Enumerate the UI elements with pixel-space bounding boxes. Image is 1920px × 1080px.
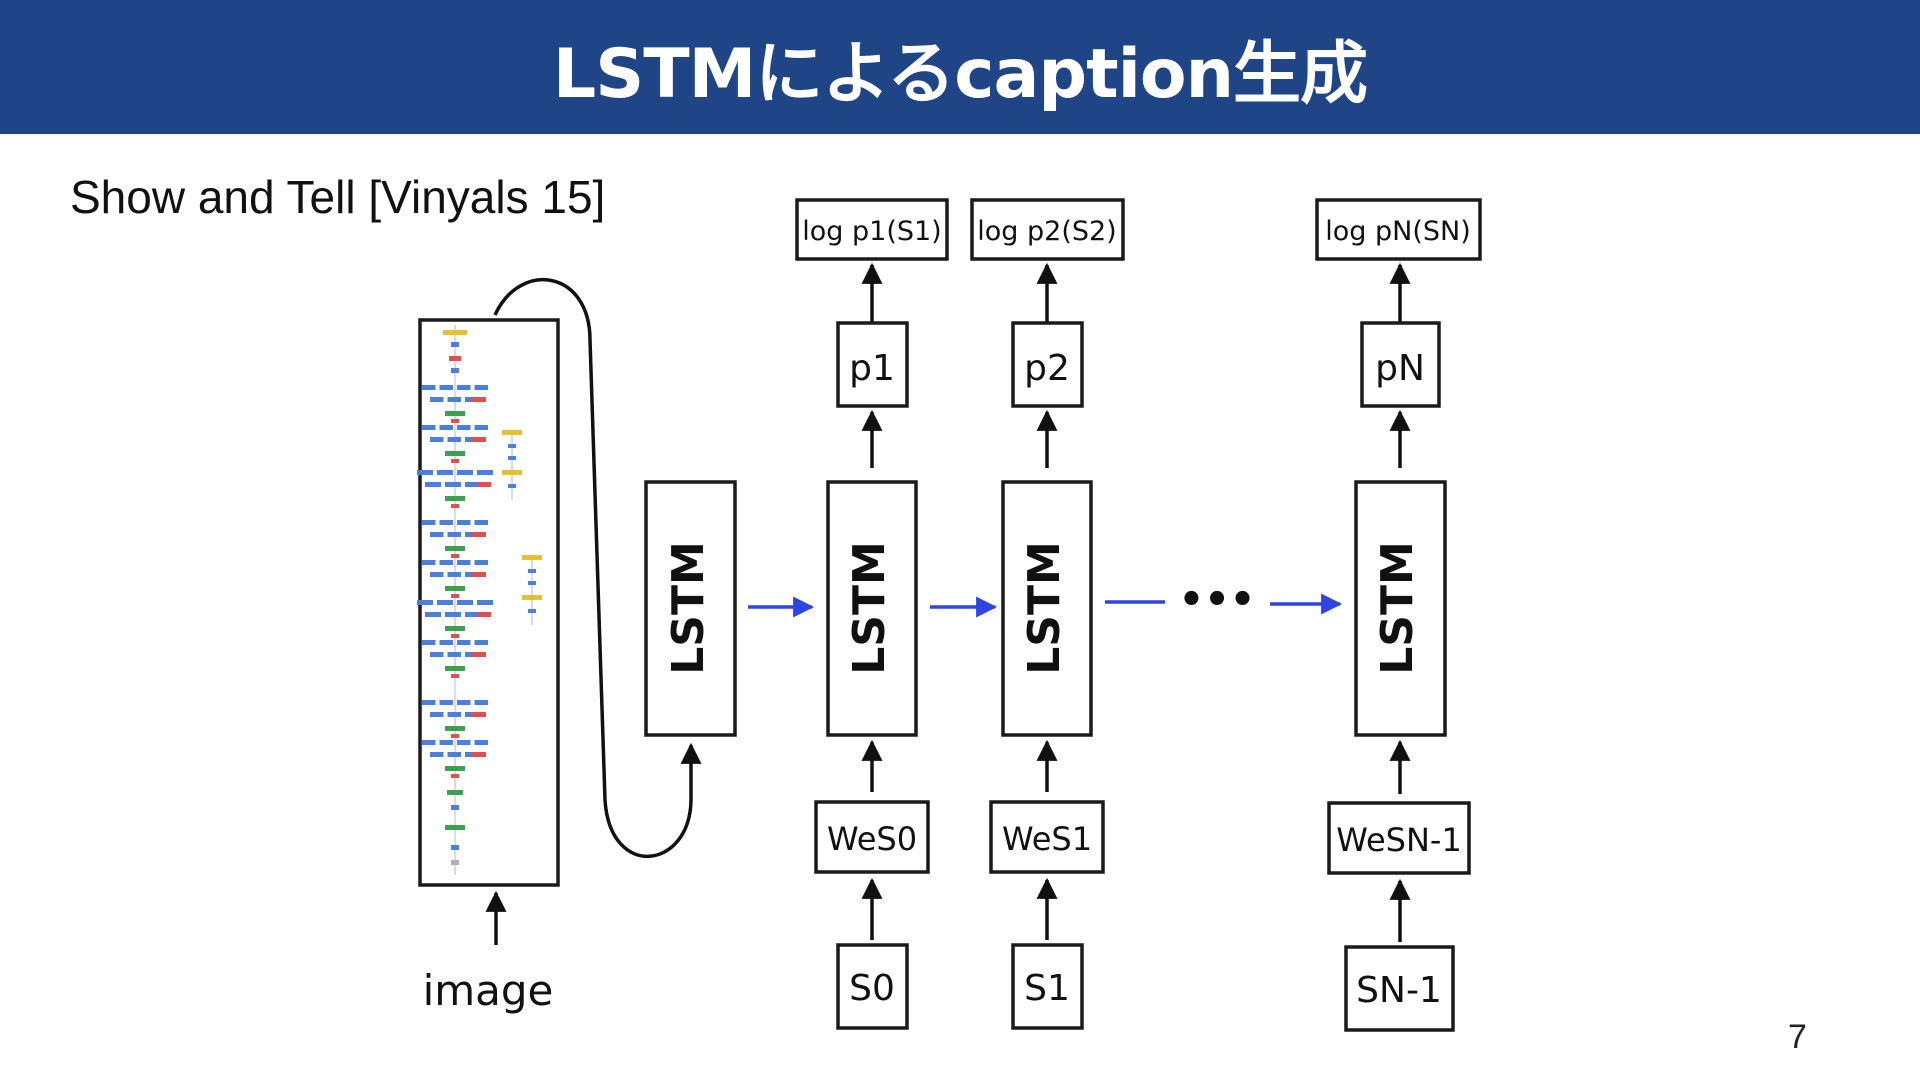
page-number: 7 (1788, 1018, 1807, 1056)
lstm-label-n: LSTM (1372, 541, 1423, 675)
lstm-initial: LSTM (644, 480, 737, 737)
token-box-2 (1011, 943, 1084, 1030)
lstm-label-2: LSTM (1019, 541, 1070, 675)
title-bar: LSTMによるcaption生成 (0, 0, 1920, 134)
ellipsis: ••• (1179, 577, 1256, 623)
prob-label-n: pN (1375, 348, 1425, 389)
log-prob-label-1: log p1(S1) (802, 216, 941, 247)
lstm-label-1: LSTM (844, 541, 895, 675)
cnn-encoder (417, 318, 560, 887)
token-label-1: S0 (849, 968, 895, 1009)
token-box-1 (836, 943, 909, 1030)
time-step-n: log pN(SN) pN LSTM WeSN-1 SN-1 (1315, 198, 1482, 1032)
time-step-1: log p1(S1) p1 LSTM WeS0 S0 (795, 198, 949, 1030)
log-prob-label-2: log p2(S2) (977, 216, 1116, 247)
slide-subtitle: Show and Tell [Vinyals 15] (70, 171, 606, 223)
time-step-2: log p2(S2) p2 LSTM WeS1 S1 (970, 198, 1125, 1030)
embed-box-1 (814, 800, 930, 874)
prob-box-1 (836, 321, 909, 408)
token-label-2: S1 (1024, 968, 1070, 1009)
prob-box-n (1360, 321, 1441, 408)
embed-box-n (1327, 801, 1471, 875)
prob-label-1: p1 (849, 348, 895, 389)
token-box-n (1344, 945, 1455, 1032)
lstm-initial-label: LSTM (663, 541, 714, 675)
prob-box-2 (1011, 321, 1084, 408)
prob-label-2: p2 (1024, 348, 1070, 389)
embed-label-2: WeS1 (1002, 820, 1092, 858)
embed-box-2 (989, 800, 1105, 874)
image-label: image (423, 966, 554, 1015)
embed-label-n: WeSN-1 (1336, 821, 1462, 859)
log-prob-label-n: log pN(SN) (1325, 216, 1470, 247)
lstm-box-n (1354, 480, 1447, 737)
log-prob-box-n (1315, 198, 1482, 261)
lstm-box-1 (826, 480, 918, 737)
lstm-box-2 (1001, 480, 1093, 737)
slide-title: LSTMによるcaption生成 (552, 34, 1368, 114)
encoder-to-lstm-connector (493, 278, 702, 858)
token-label-n: SN-1 (1356, 970, 1442, 1011)
log-prob-box-2 (970, 198, 1125, 261)
embed-label-1: WeS0 (827, 820, 917, 858)
log-prob-box-1 (795, 198, 949, 261)
lstm-initial-box (644, 480, 737, 737)
cnn-network-icon (417, 325, 542, 875)
